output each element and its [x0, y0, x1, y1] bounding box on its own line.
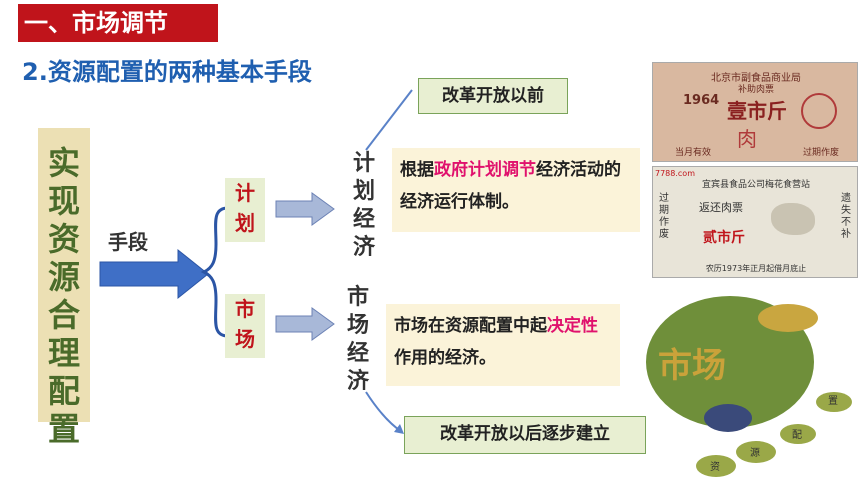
- plan-economy-char: 计: [352, 151, 375, 176]
- bowl-char: 源: [750, 448, 760, 459]
- meat-ticket-1973-image: 7788.com 宜宾县食品公司梅花食营站 过期作废 返还肉票 贰市斤 遗失不补…: [652, 166, 858, 278]
- stamp-seal: [801, 93, 837, 129]
- bowl-shape: [816, 392, 852, 412]
- slide-subtitle: 2.资源配置的两种基本手段: [22, 58, 312, 86]
- market-illustration: 市场 置 配 源 资: [638, 282, 858, 482]
- ticket-header: 北京市副食品商业局: [711, 73, 801, 84]
- market-illustration-shapes: [646, 296, 852, 477]
- market-tag-char: 市: [235, 297, 255, 321]
- jar-mouth: [758, 304, 818, 332]
- plan-economy-definition: 根据政府计划调节经济活动的经济运行体制。: [392, 148, 640, 232]
- pig-drawing: [771, 203, 815, 235]
- plan-economy-char: 经: [352, 207, 375, 232]
- main-arrow: [99, 248, 209, 300]
- ticket-footer-right: 过期作废: [803, 148, 840, 158]
- watermark-text: 7788.com: [655, 169, 695, 178]
- ticket-amount: 壹市斤: [727, 99, 787, 123]
- meat-ticket-1964-image: 北京市副食品商业局 补助肉票 1964 壹市斤 肉 当月有效 过期作废: [652, 62, 858, 162]
- market-economy-char: 场: [346, 313, 369, 338]
- means-label: 手段: [108, 230, 148, 254]
- plan-tag-char: 计: [235, 181, 255, 205]
- plan-tag-char: 划: [235, 211, 255, 235]
- after-reform-arrowhead: [394, 424, 404, 434]
- brace: [200, 206, 229, 338]
- definition-text: 市场在资源配置中起: [394, 316, 547, 336]
- ticket-meat-char: 肉: [737, 127, 757, 151]
- ticket-header: 宜宾县食品公司梅花食营站: [701, 180, 810, 190]
- ticket-subheader: 补助肉票: [737, 85, 774, 95]
- market-economy-char: 经: [346, 341, 369, 366]
- definition-highlight: 决定性: [547, 316, 598, 336]
- bowl-char: 资: [710, 462, 720, 473]
- goal-char: 理: [47, 334, 80, 372]
- plan-tag: 计 划: [225, 178, 265, 242]
- bowl-shape: [736, 441, 776, 463]
- line-to-before-reform: [365, 89, 413, 151]
- ticket-right-text: 遗失不补: [841, 193, 851, 240]
- plan-arrow: [275, 192, 335, 226]
- goal-char: 资: [47, 220, 80, 258]
- bowl-char: 配: [792, 430, 802, 441]
- ticket-footer: 农历1973年正月起借月底止: [705, 264, 807, 273]
- goal-char: 源: [47, 258, 80, 296]
- goal-box: 实 现 资 源 合 理 配 置: [38, 128, 90, 448]
- goal-char: 合: [47, 296, 80, 334]
- ticket-year: 1964: [683, 93, 720, 108]
- definition-highlight: 政府计划调节: [434, 160, 536, 180]
- ticket-title: 返还肉票: [699, 201, 743, 214]
- line-to-after-reform: [365, 391, 403, 433]
- bowl-char: 置: [828, 396, 838, 407]
- goal-char: 实: [47, 144, 80, 182]
- bowl-shape: [696, 455, 736, 477]
- ticket-left-text: 过期作废: [659, 193, 669, 240]
- after-reform-note: 改革开放以后逐步建立: [404, 416, 646, 454]
- market-tag: 市 场: [225, 294, 265, 358]
- market-economy-definition: 市场在资源配置中起决定性作用的经济。: [386, 304, 620, 386]
- market-arrow: [275, 307, 335, 341]
- market-economy-char: 市: [346, 285, 369, 310]
- goal-char: 配: [47, 372, 80, 410]
- market-economy-char: 济: [346, 369, 369, 394]
- market-tag-char: 场: [235, 327, 255, 351]
- figure-shape: [704, 404, 752, 432]
- market-economy-label: 市 场 经 济: [344, 284, 372, 396]
- goal-char: 置: [47, 410, 80, 448]
- section-title-banner: 一、市场调节: [18, 4, 218, 42]
- definition-text: 经济活动的经济运行体制。: [400, 160, 621, 212]
- plan-economy-label: 计 划 经 济: [350, 150, 378, 262]
- bowl-shape: [780, 424, 816, 444]
- definition-text: 作用的经济。: [394, 348, 496, 368]
- ticket-footer-left: 当月有效: [675, 148, 712, 158]
- definition-text: 根据: [400, 160, 434, 180]
- plan-economy-char: 划: [352, 179, 375, 204]
- before-reform-note: 改革开放以前: [418, 78, 568, 114]
- goal-char: 现: [47, 182, 80, 220]
- plan-economy-char: 济: [352, 235, 375, 260]
- market-big-text: 市场: [658, 346, 726, 386]
- ticket-amount: 贰市斤: [703, 230, 745, 246]
